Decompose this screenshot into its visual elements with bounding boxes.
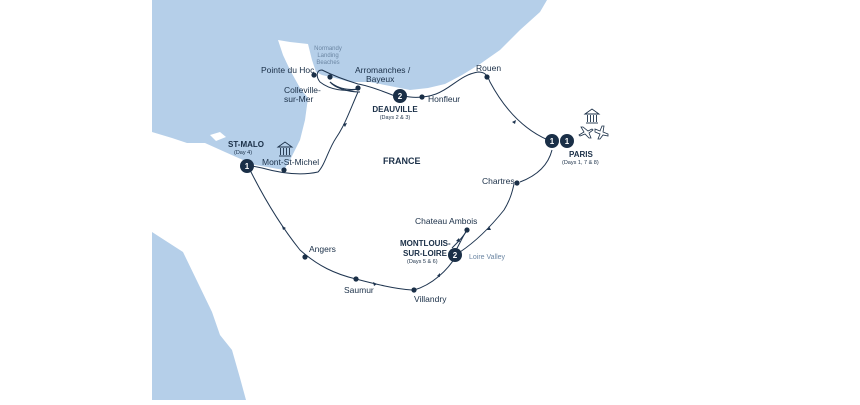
st-malo-label: ST-MALO <box>228 140 264 149</box>
deauville-label: DEAUVILLE <box>372 105 418 114</box>
arromanches-label: Bayeux <box>366 74 395 84</box>
stop-mont-st-michel <box>281 167 287 173</box>
stop-saumur <box>353 276 359 282</box>
colleville-label: Colleville- <box>284 85 321 95</box>
route-arrow <box>512 120 516 124</box>
rouen-label: Rouen <box>476 63 501 73</box>
normandy-label: Beaches <box>316 60 339 66</box>
paris-days: (Days 1, 7 & 8) <box>562 160 599 166</box>
marker-paris-end: 1 <box>560 134 574 148</box>
stop-angers <box>302 254 308 260</box>
svg-text:2: 2 <box>398 92 403 101</box>
stop-normandy-beaches <box>327 74 333 80</box>
saumur-label: Saumur <box>344 285 374 295</box>
honfleur-label: Honfleur <box>428 94 460 104</box>
montlouis-days: (Days 5 & 6) <box>407 259 438 265</box>
mont-st-michel-label: Mont-St-Michel <box>262 157 319 167</box>
country-label: FRANCE <box>383 156 421 166</box>
route-arrow <box>373 282 377 286</box>
marker-deauville: 2 <box>393 89 407 103</box>
airplane-icon <box>578 126 594 139</box>
pointe-du-hoc-label: Pointe du Hoc <box>261 65 315 75</box>
arromanches-label: Arromanches / <box>355 65 411 75</box>
colleville-label: sur-Mer <box>284 94 313 104</box>
chartres-label: Chartres <box>482 176 515 186</box>
stop-chartres <box>514 180 520 186</box>
overnight-markers: 2 1 1 1 2 <box>240 89 574 262</box>
airplane-icon <box>594 125 609 140</box>
route-arrow <box>343 123 347 127</box>
chateau-ambois-label: Chateau Ambois <box>415 216 477 226</box>
stop-pointe-du-hoc <box>311 72 317 78</box>
marker-montlouis: 2 <box>448 248 462 262</box>
stop-villandry <box>411 287 417 293</box>
route-arrow <box>456 238 460 242</box>
st-malo-days: (Day 4) <box>234 150 252 156</box>
angers-label: Angers <box>309 244 336 254</box>
normandy-label: Landing <box>317 53 338 59</box>
deauville-days: (Days 2 & 3) <box>380 115 411 121</box>
svg-text:2: 2 <box>453 251 458 260</box>
marker-st-malo: 1 <box>240 159 254 173</box>
montlouis-label: SUR-LOIRE <box>403 249 448 258</box>
marker-paris-start: 1 <box>545 134 559 148</box>
building-icon <box>583 108 601 124</box>
route-arrow <box>487 226 491 230</box>
villandry-label: Villandry <box>414 294 447 304</box>
normandy-label: Normandy <box>314 46 342 52</box>
place-labels: FRANCE Normandy Landing Beaches Pointe d… <box>228 46 599 304</box>
route-arrow <box>282 226 286 230</box>
stop-rouen <box>484 74 490 80</box>
svg-text:1: 1 <box>245 162 250 171</box>
svg-text:1: 1 <box>565 137 570 146</box>
stop-honfleur <box>419 94 425 100</box>
stop-arromanches <box>355 85 361 91</box>
stop-dots <box>281 72 520 293</box>
montlouis-label: MONTLOUIS- <box>400 239 451 248</box>
svg-text:1: 1 <box>550 137 555 146</box>
island <box>210 132 226 141</box>
loire-valley-label: Loire Valley <box>469 254 506 261</box>
building-icon <box>276 141 294 157</box>
route-arrow <box>437 273 440 277</box>
paris-label: PARIS <box>569 150 594 159</box>
land-mainland <box>152 0 696 400</box>
stop-chateau-ambois <box>464 227 470 233</box>
